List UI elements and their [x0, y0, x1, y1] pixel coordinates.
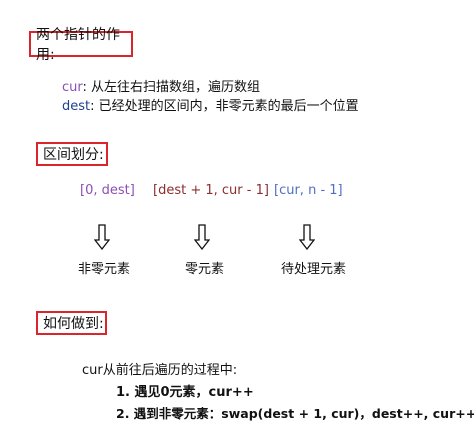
- label-nonzero: 非零元素: [78, 262, 131, 277]
- howto-heading: 如何做到:: [43, 316, 104, 332]
- partition-heading-box: 区间划分:: [36, 142, 108, 166]
- howto-heading-box: 如何做到:: [36, 311, 107, 335]
- pointers-heading-box: 两个指针的作用:: [29, 27, 133, 63]
- pointers-heading: 两个指针的作用:: [36, 27, 120, 63]
- interval-pending: [cur, n - 1]: [274, 183, 343, 198]
- label-pending: 待处理元素: [281, 262, 347, 277]
- howto-step-2: 2. 遇到非零元素：swap(dest + 1, cur)，dest++, cu…: [116, 406, 474, 421]
- cur-name: cur: [62, 80, 83, 95]
- partition-heading: 区间划分:: [43, 147, 104, 163]
- howto-intro: cur从前往后遍历的过程中:: [82, 363, 238, 378]
- dest-name: dest: [62, 99, 91, 114]
- down-arrow-icon: [94, 224, 110, 250]
- down-arrow-icon: [194, 224, 210, 250]
- howto-step-1: 1. 遇见0元素，cur++: [116, 385, 254, 400]
- label-zero: 零元素: [185, 262, 225, 277]
- dest-desc: : 已经处理的区间内，非零元素的最后一个位置: [90, 99, 359, 114]
- cur-desc: : 从左往右扫描数组，遍历数组: [82, 80, 261, 95]
- interval-nonzero: [0, dest]: [80, 183, 135, 198]
- down-arrow-icon: [299, 224, 315, 250]
- interval-zero: [dest + 1, cur - 1]: [153, 183, 269, 198]
- dest-description: dest: 已经处理的区间内，非零元素的最后一个位置: [62, 95, 359, 114]
- cur-description: cur: 从左往右扫描数组，遍历数组: [62, 76, 260, 95]
